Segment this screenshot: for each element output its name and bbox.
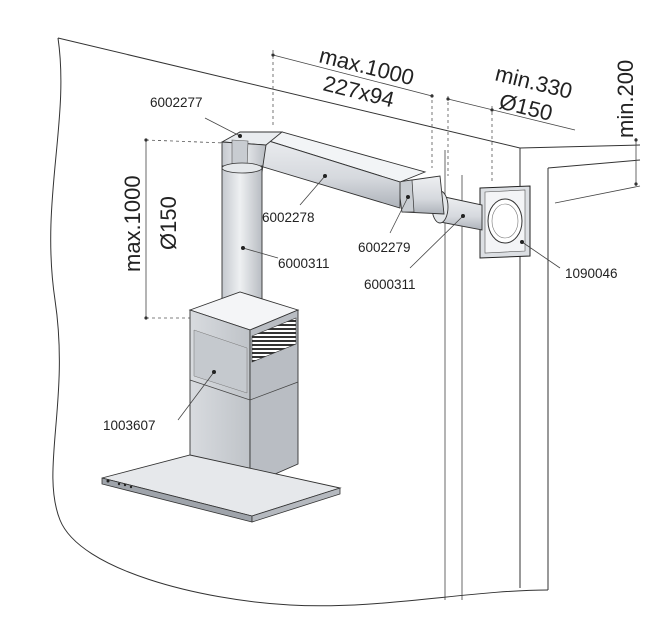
wall (50, 37, 641, 607)
part-label-6000311-horizontal: 6000311 (364, 277, 416, 292)
control-button-icon (129, 485, 133, 489)
leader-lines (177, 117, 561, 421)
ceiling-gap-label: min.200 (613, 60, 638, 138)
right-connector (397, 175, 445, 215)
vertical-diameter-label: Ø150 (156, 196, 181, 250)
part-label-1090046: 1090046 (565, 266, 618, 281)
part-label-6002278: 6002278 (262, 210, 315, 225)
part-label-6002277: 6002277 (150, 95, 203, 110)
vertical-length-label: max.1000 (120, 175, 145, 272)
chimney-cover (188, 291, 300, 486)
flat-duct (239, 131, 427, 209)
vertical-round-pipe (221, 162, 263, 317)
control-button-icon (106, 479, 110, 483)
control-button-icon (117, 482, 121, 486)
wall-outlet (479, 185, 531, 259)
part-label-6000311-vertical: 6000311 (278, 256, 330, 271)
vent-grille (251, 317, 297, 363)
part-label-1003607: 1003607 (103, 418, 156, 433)
part-label-6002279: 6002279 (358, 240, 411, 255)
hood-canopy (101, 454, 342, 523)
control-button-icon (123, 483, 127, 487)
